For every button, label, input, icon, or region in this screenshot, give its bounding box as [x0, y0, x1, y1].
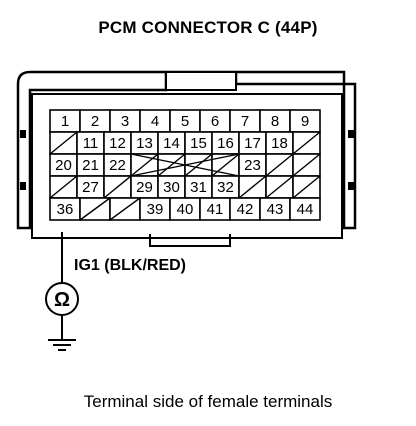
locking-tab: [165, 71, 237, 91]
terminal-number-41: 41: [207, 201, 224, 218]
terminal-number-39: 39: [147, 201, 164, 218]
blank-terminal-slash: [292, 131, 321, 155]
terminal-number-5: 5: [181, 113, 189, 130]
terminal-number-11: 11: [83, 135, 99, 152]
terminal-number-29: 29: [136, 179, 153, 196]
terminal-number-16: 16: [217, 135, 234, 152]
blank-terminal-slash: [49, 131, 78, 155]
terminal-number-4: 4: [151, 113, 159, 130]
terminal-number-7: 7: [241, 113, 249, 130]
diagram-caption: Terminal side of female terminals: [83, 392, 333, 411]
terminal-number-21: 21: [82, 157, 99, 174]
terminal-number-31: 31: [190, 179, 207, 196]
left-latch-lower: [20, 182, 26, 190]
terminal-number-23: 23: [244, 157, 261, 174]
blank-terminal-slash: [130, 153, 159, 177]
terminal-number-22: 22: [109, 157, 126, 174]
blank-terminal-slash: [103, 175, 132, 199]
terminal-number-43: 43: [267, 201, 284, 218]
connector-inner-frame: [31, 93, 343, 239]
terminal-number-36: 36: [57, 201, 74, 218]
terminal-number-44: 44: [297, 201, 314, 218]
blank-terminal-slash: [211, 153, 240, 177]
terminal-number-6: 6: [211, 113, 219, 130]
blank-terminal-slash: [109, 197, 141, 221]
blank-terminal-slash: [79, 197, 111, 221]
terminal-number-27: 27: [82, 179, 99, 196]
ohm-symbol: Ω: [54, 289, 70, 311]
diagram-title: PCM CONNECTOR C (44P): [98, 18, 318, 37]
terminal-number-30: 30: [163, 179, 180, 196]
terminal-number-15: 15: [190, 135, 207, 152]
blank-terminal-slash: [265, 153, 294, 177]
terminal-number-32: 32: [217, 179, 234, 196]
terminal-number-8: 8: [271, 113, 279, 130]
terminal-number-42: 42: [237, 201, 254, 218]
terminal-number-20: 20: [55, 157, 72, 174]
right-latch: [348, 130, 354, 138]
blank-terminal-cross: [130, 153, 240, 177]
blank-terminal-slash: [265, 175, 294, 199]
terminal-number-12: 12: [109, 135, 126, 152]
right-latch-lower: [348, 182, 354, 190]
blank-terminal-slash: [184, 153, 213, 177]
blank-terminal-slash: [238, 175, 267, 199]
terminal-number-17: 17: [244, 135, 261, 152]
wire-label: IG1 (BLK/RED): [74, 257, 186, 274]
bottom-key: [149, 234, 231, 247]
terminal-number-1: 1: [61, 113, 69, 130]
left-latch: [20, 130, 26, 138]
blank-terminal-slash: [157, 153, 186, 177]
terminal-number-9: 9: [301, 113, 309, 130]
terminal-number-2: 2: [91, 113, 99, 130]
terminal-number-40: 40: [177, 201, 194, 218]
terminal-cell: [289, 197, 321, 221]
blank-terminal-slash: [49, 175, 78, 199]
blank-terminal-slash: [292, 175, 321, 199]
terminal-number-14: 14: [163, 135, 180, 152]
blank-terminal-slash: [292, 153, 321, 177]
terminal-number-18: 18: [271, 135, 288, 152]
connector-outer-frame: [16, 70, 166, 85]
terminal-number-3: 3: [121, 113, 129, 130]
terminal-number-13: 13: [136, 135, 153, 152]
